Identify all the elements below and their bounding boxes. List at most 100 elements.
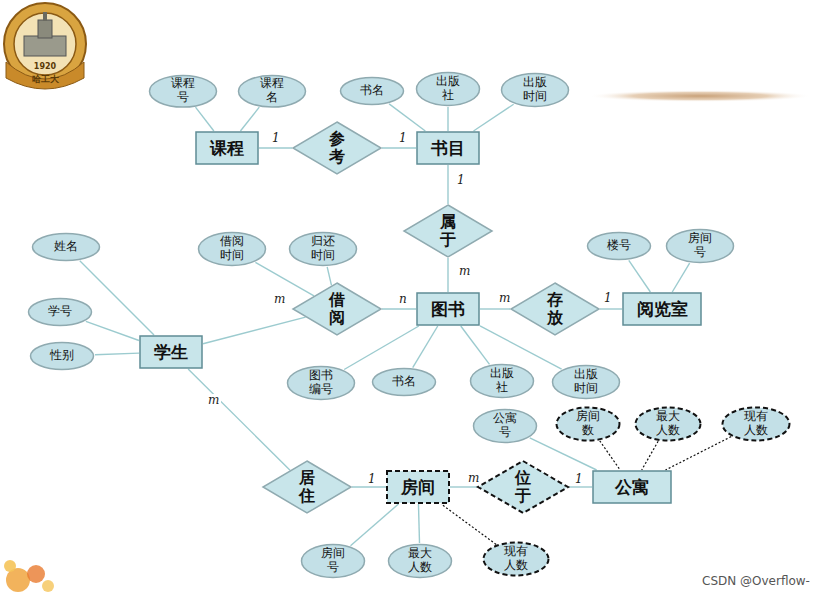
relationship-diamond-shape (404, 205, 492, 257)
relationship-diamond: 存放 (510, 282, 600, 336)
attribute-name: 出版社 (436, 75, 460, 103)
attribute-ellipse: 姓名 (31, 232, 101, 262)
attribute-ellipse-shape (31, 343, 94, 370)
relationship-name: 位于 (515, 469, 531, 504)
ornament (588, 90, 812, 102)
cardinality: n (397, 293, 409, 306)
entity-name: 课程 (210, 137, 244, 160)
connector (665, 437, 731, 470)
connector (447, 165, 448, 204)
entity-name: 公寓 (615, 476, 649, 499)
connector (413, 326, 438, 368)
relationship-name: 参考 (329, 130, 345, 165)
attribute-ellipse: 课程号 (148, 74, 218, 109)
connector (447, 258, 448, 292)
attribute-ellipse: 出版社 (469, 363, 535, 399)
attribute-ellipse: 性别 (29, 341, 95, 371)
attribute-name: 房间号 (688, 232, 712, 260)
relationship-diamond: 位于 (477, 460, 569, 514)
attribute-ellipse: 房间号 (665, 228, 735, 264)
entity-name: 书目 (431, 137, 465, 160)
watermark: CSDN @Overflow- (702, 574, 810, 588)
attribute-name: 归还时间 (311, 235, 335, 263)
attribute-ellipse: 房间号 (300, 543, 366, 579)
connector (327, 267, 331, 285)
attribute-ellipse-shape (553, 366, 620, 399)
entity-box: 公寓 (592, 470, 672, 504)
entity-box-shape (140, 336, 202, 368)
cardinality: m (497, 292, 512, 305)
attribute-ellipse: 出版时间 (500, 72, 570, 108)
connector (255, 262, 314, 295)
relationship-name: 属于 (440, 213, 456, 248)
connector (600, 308, 622, 309)
connector (389, 104, 425, 131)
connector (441, 504, 496, 544)
entity-box: 房间 (386, 470, 450, 504)
logo-text: 哈工大 (32, 73, 59, 86)
attribute-ellipse-shape (373, 369, 436, 396)
attribute-ellipse-shape (502, 74, 569, 107)
entity-name: 图书 (431, 298, 465, 321)
attribute-name: 楼号 (607, 239, 631, 253)
attribute-ellipse: 出版时间 (551, 364, 621, 400)
entity-box-shape (196, 132, 258, 164)
connector (600, 441, 620, 470)
cardinality: m (206, 394, 221, 407)
attribute-ellipse-shape (474, 410, 537, 443)
relationship-name: 借阅 (329, 291, 345, 326)
attribute-ellipse-shape (150, 75, 217, 107)
attribute-ellipse-shape (29, 299, 92, 326)
attribute-ellipse-shape (199, 233, 266, 266)
connector (418, 504, 419, 543)
relationship-name: 存放 (547, 291, 563, 326)
attribute-ellipse: 最大人数 (387, 543, 453, 579)
attribute-name: 课程号 (171, 77, 195, 105)
attribute-ellipse: 现有人数 (721, 406, 791, 442)
entity-box: 课程 (195, 131, 259, 165)
attribute-ellipse: 学号 (27, 297, 93, 327)
attribute-name: 出版时间 (523, 76, 547, 104)
attribute-ellipse-shape (484, 543, 549, 576)
connector (642, 441, 658, 470)
flower-ornament (4, 560, 54, 592)
connector (259, 147, 292, 148)
relationship-diamond-shape (263, 461, 351, 513)
attribute-name: 现有人数 (744, 410, 768, 438)
attribute-ellipse: 借阅时间 (197, 231, 267, 267)
entity-name: 阅览室 (637, 298, 688, 321)
attribute-ellipse-shape (33, 234, 100, 261)
connector (382, 147, 416, 148)
connector (447, 107, 448, 131)
attribute-name: 书名 (360, 84, 384, 98)
attribute-ellipse-shape (588, 233, 651, 260)
cardinality: 1 (366, 473, 378, 486)
relationship-diamond: 参考 (292, 121, 382, 175)
cardinality: 1 (397, 132, 409, 145)
attribute-ellipse-shape (389, 545, 452, 578)
relationship-diamond-shape (478, 461, 568, 513)
connector (450, 486, 477, 487)
connector (352, 486, 386, 487)
attribute-name: 姓名 (54, 240, 78, 254)
entity-name: 学生 (154, 341, 188, 364)
attribute-ellipse: 课程名 (237, 74, 307, 109)
attribute-ellipse-shape (667, 230, 734, 263)
connector (195, 107, 213, 131)
relationship-diamond-shape (293, 283, 381, 335)
attribute-name: 性别 (50, 349, 74, 363)
connector (672, 263, 689, 292)
attribute-ellipse: 现有人数 (482, 541, 550, 577)
entity-name: 房间 (401, 476, 435, 499)
relationship-diamond: 属于 (403, 204, 493, 258)
attribute-ellipse: 归还时间 (288, 231, 358, 267)
attribute-name: 公寓号 (493, 412, 517, 440)
attribute-ellipse-shape (417, 73, 480, 106)
attribute-ellipse: 公寓号 (472, 408, 538, 444)
attribute-name: 学号 (48, 305, 72, 319)
cardinality: 1 (602, 292, 614, 305)
attribute-ellipse-shape (239, 75, 306, 107)
connector (382, 308, 416, 309)
connector (461, 326, 490, 364)
